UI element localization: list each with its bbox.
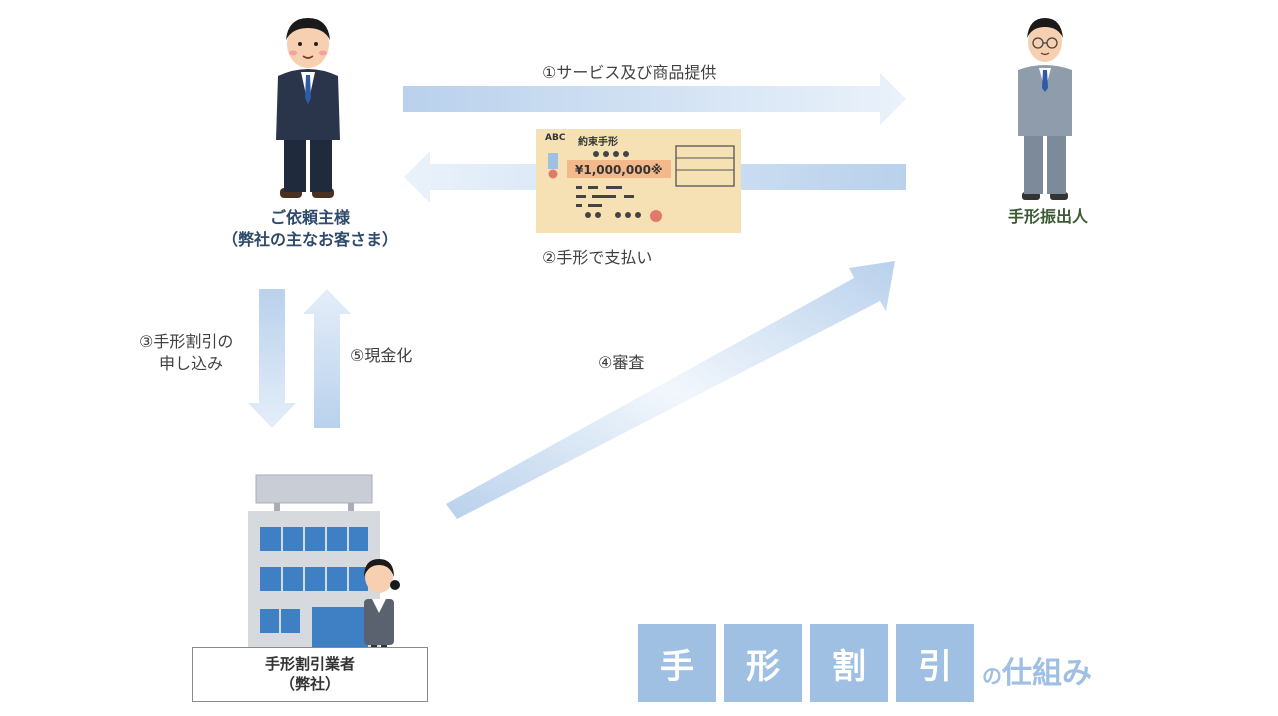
firm-label: 手形割引業者 （弊社） — [192, 647, 428, 702]
step5-label: ⑤現金化 — [350, 346, 413, 365]
title-suffix-word: 仕組み — [1002, 656, 1092, 691]
title-tile-2: 形 — [724, 624, 802, 702]
title-suffix-particle: の — [982, 664, 1002, 688]
step1-label: ①サービス及び商品提供 — [542, 63, 717, 82]
client-label-line1: ご依頼主様 — [269, 208, 350, 227]
issuer-person-illustration — [1018, 18, 1072, 200]
title-tile-4: 引 — [896, 624, 974, 702]
arrow-service — [403, 73, 906, 125]
client-label-line2: （弊社の主なお客さま） — [221, 230, 398, 249]
note-amount: ¥1,000,000※ — [575, 163, 663, 177]
arrow-screening-body — [446, 261, 895, 519]
step2-label: ②手形で支払い — [542, 248, 653, 267]
note-header: 約束手形 — [578, 137, 618, 148]
client-label: ご依頼主様 （弊社の主なお客さま） — [205, 207, 415, 251]
step3-label-line1: ③手形割引の — [139, 332, 234, 351]
client-person-illustration — [276, 18, 340, 198]
title-tile-1: 手 — [638, 624, 716, 702]
promissory-note-illustration — [536, 129, 741, 233]
title-tile-3: 割 — [810, 624, 888, 702]
firm-label-line2: （弊社） — [279, 675, 340, 693]
firm-label-line1: 手形割引業者 — [264, 655, 355, 673]
step3-label: ③手形割引の 申し込み — [139, 331, 233, 375]
arrow-application — [248, 289, 296, 428]
step3-label-line2: 申し込み — [159, 354, 224, 373]
note-code: ABC — [545, 133, 566, 143]
title-suffix: の仕組み — [982, 648, 1092, 692]
firm-building-illustration — [248, 474, 400, 651]
issuer-label: 手形振出人 — [1007, 207, 1088, 226]
step4-label: ④審査 — [598, 353, 645, 372]
arrow-cash — [303, 289, 351, 428]
